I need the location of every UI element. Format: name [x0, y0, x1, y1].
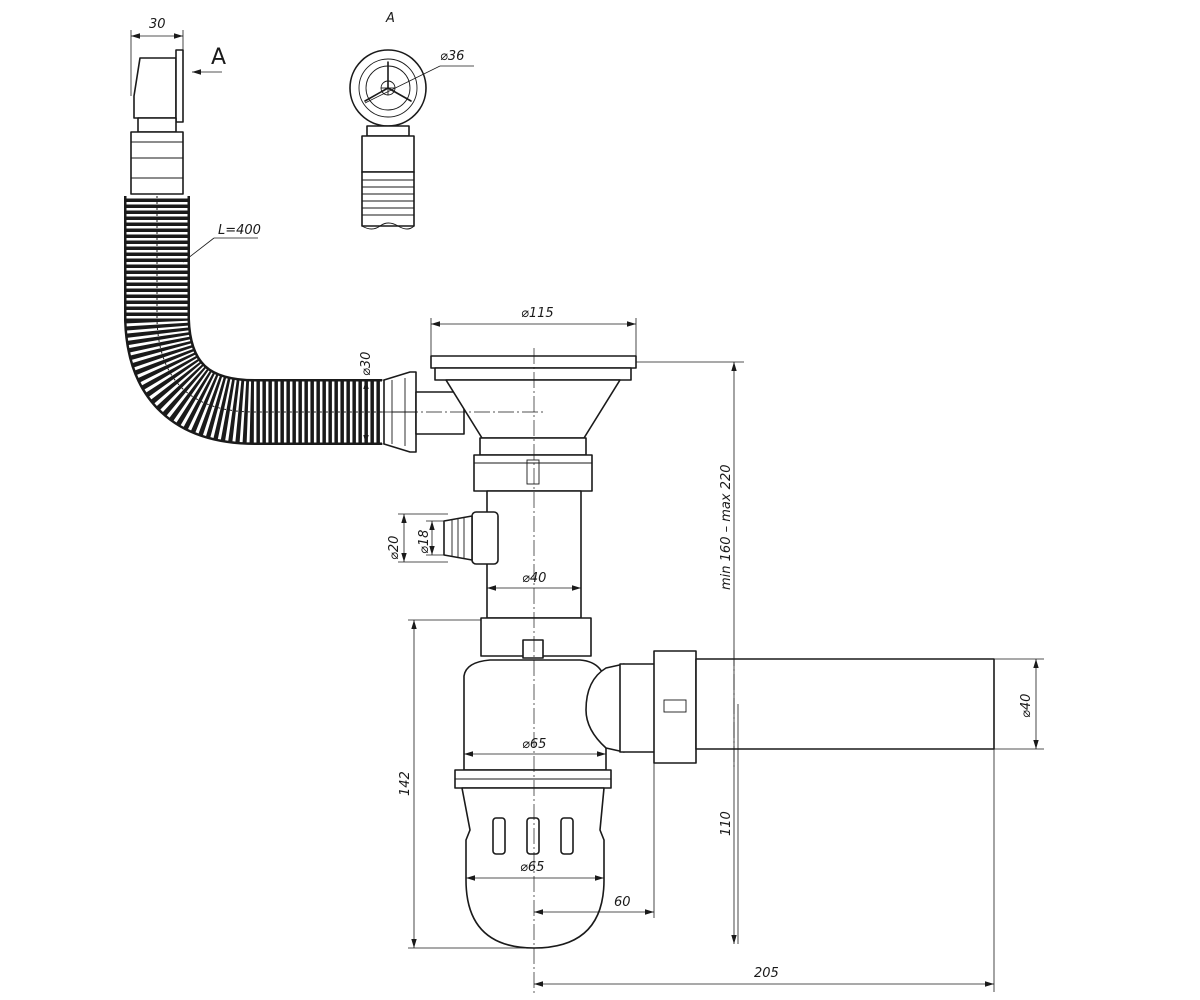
view-arrow-label: A [211, 45, 226, 70]
dim-outlet-offset: 60 [614, 895, 631, 910]
dim-strainer-diameter: ⌀115 [521, 306, 554, 321]
dim-height-range: min 160 – max 220 [719, 465, 734, 591]
dim-overflow-diameter: ⌀36 [440, 49, 464, 64]
dim-inlet-inner-diameter: ⌀18 [417, 530, 432, 554]
dim-bottle-diameter-lower: ⌀65 [520, 860, 544, 875]
dim-trap-height: 142 [398, 771, 413, 796]
dim-hose-connection-diameter: ⌀30 [359, 352, 374, 376]
main-siphon-assembly [383, 355, 995, 949]
dim-total-length: 205 [754, 966, 779, 981]
dim-hose-length: L=400 [218, 223, 261, 238]
overflow-front-view: A ⌀36 [349, 11, 474, 230]
overflow-corrugated-hose: L=400 [124, 196, 382, 445]
dim-outlet-diameter: ⌀40 [1019, 694, 1034, 718]
dim-outlet-height: 110 [719, 811, 734, 836]
view-label: A [385, 11, 395, 26]
dim-overflow-width: 30 [149, 17, 166, 32]
dim-pipe-diameter: ⌀40 [522, 571, 546, 586]
dim-bottle-diameter-upper: ⌀65 [522, 737, 546, 752]
dim-inlet-outer-diameter: ⌀20 [387, 536, 402, 560]
dimensions: ⌀115 ⌀30 min 160 – max 220 ⌀20 ⌀18 ⌀40 1… [359, 306, 1044, 992]
overflow-side-view: 30 A [130, 17, 226, 195]
